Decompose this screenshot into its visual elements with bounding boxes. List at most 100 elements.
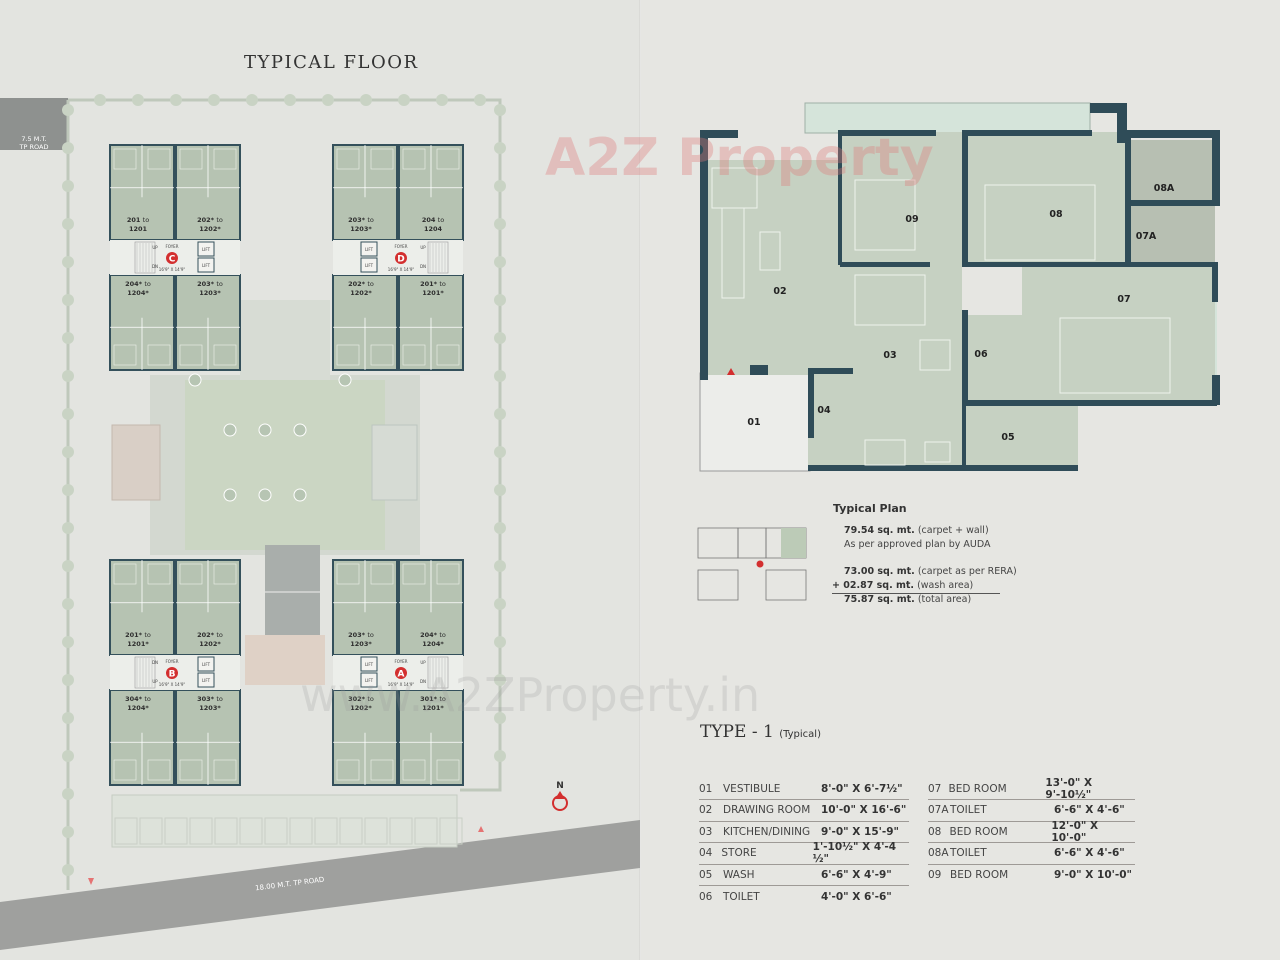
room-label-09: 09 xyxy=(905,214,918,225)
room xyxy=(213,148,237,170)
unit-label: 304* to xyxy=(125,695,151,703)
room-08 xyxy=(962,132,1125,265)
unit-label: 204 to xyxy=(422,216,444,224)
tree-icon xyxy=(246,94,258,106)
room-name: TOILET xyxy=(723,890,760,903)
unit-label: 201* to xyxy=(125,631,151,639)
unit-from: 201* xyxy=(420,280,438,288)
tree-icon xyxy=(494,674,506,686)
wall xyxy=(962,262,1217,267)
dn-label: DN xyxy=(152,264,158,269)
wall xyxy=(700,130,708,380)
unit-from: 204 xyxy=(422,216,436,224)
tree-icon xyxy=(338,373,352,387)
unit-from: 203* xyxy=(348,216,366,224)
unit-from: 201* xyxy=(125,631,143,639)
unit-from: 202* xyxy=(348,280,366,288)
tree-icon xyxy=(62,142,74,154)
approval-note: As per approved plan by AUDA xyxy=(844,539,991,550)
room xyxy=(436,344,460,366)
unit-connector: to xyxy=(216,280,223,288)
unit-connector: to xyxy=(367,631,374,639)
wall xyxy=(808,465,1078,471)
room-label-04: 04 xyxy=(817,405,831,416)
room-label-05: 05 xyxy=(1001,432,1014,443)
parking-bay xyxy=(414,817,438,845)
room xyxy=(147,148,171,170)
parking-bay xyxy=(189,817,213,845)
room-size: 6'-6" X 4'-6" xyxy=(1054,847,1125,860)
unit-to: 1202* xyxy=(350,289,372,297)
room xyxy=(179,148,203,170)
lift-1 xyxy=(360,241,378,257)
room-name: STORE xyxy=(721,847,757,860)
gym-area xyxy=(245,635,325,685)
lift-2 xyxy=(360,672,378,688)
typical-plan-title: Typical Plan xyxy=(833,502,907,515)
unit-label: 302* to xyxy=(348,695,374,703)
unit-to: 1201 xyxy=(129,225,148,233)
tree-icon xyxy=(62,636,74,648)
room-06 xyxy=(962,315,1022,400)
tree-icon xyxy=(62,408,74,420)
room-name: VESTIBULE xyxy=(723,782,781,795)
tree-icon xyxy=(494,484,506,496)
unit-to: 1201* xyxy=(127,640,149,648)
unit-connector: to xyxy=(143,216,150,224)
parking-bay xyxy=(214,817,238,845)
furniture xyxy=(864,439,906,466)
unit-to: 1201* xyxy=(422,704,444,712)
unit-to: 1204* xyxy=(127,704,149,712)
tree-icon xyxy=(494,522,506,534)
unit-connector: to xyxy=(216,695,223,703)
room xyxy=(436,759,460,781)
lift-1 xyxy=(197,656,215,672)
foyer-label: FOYER xyxy=(166,244,179,249)
staircase xyxy=(427,241,449,274)
unit-from: 202* xyxy=(197,631,215,639)
tree-icon xyxy=(62,522,74,534)
room-name: BED ROOM xyxy=(950,868,1009,881)
wall xyxy=(1125,130,1220,138)
unit-connector: to xyxy=(439,695,446,703)
central-lawn xyxy=(185,380,385,550)
area-wash: + 02.87 sq. mt. (wash area) xyxy=(832,580,973,591)
tree-icon xyxy=(494,180,506,192)
key-plan-marker xyxy=(756,560,764,568)
unit-to: 1204* xyxy=(127,289,149,297)
tree-icon xyxy=(62,294,74,306)
tree-icon xyxy=(494,750,506,762)
tree-icon xyxy=(62,826,74,838)
tree-icon xyxy=(62,560,74,572)
room-size: 8'-0" X 6'-7½" xyxy=(821,782,903,795)
tree-icon xyxy=(494,446,506,458)
tree-icon xyxy=(293,488,307,502)
room-label-07: 07 xyxy=(1117,294,1130,305)
room xyxy=(179,563,203,585)
key-plan-unit xyxy=(737,527,767,559)
foyer-label: FOYER xyxy=(166,659,179,664)
room-name: BED ROOM xyxy=(949,825,1008,838)
tree-icon xyxy=(494,332,506,344)
lift-2 xyxy=(360,257,378,273)
room xyxy=(336,344,360,366)
block-marker xyxy=(166,252,178,264)
room xyxy=(436,563,460,585)
lift-label: LIFT xyxy=(365,662,374,667)
room xyxy=(213,759,237,781)
unit-label: 203* to xyxy=(348,216,374,224)
parking-bay xyxy=(139,817,163,845)
parking-bay xyxy=(314,817,338,845)
top-road xyxy=(0,98,68,150)
room-size: 1'-10½" X 4'-4 ½" xyxy=(812,841,897,866)
unit-from: 204* xyxy=(420,631,438,639)
wall xyxy=(1117,103,1127,143)
key-plan-unit xyxy=(765,569,807,601)
tree-icon xyxy=(494,142,506,154)
unit-connector: to xyxy=(144,631,151,639)
